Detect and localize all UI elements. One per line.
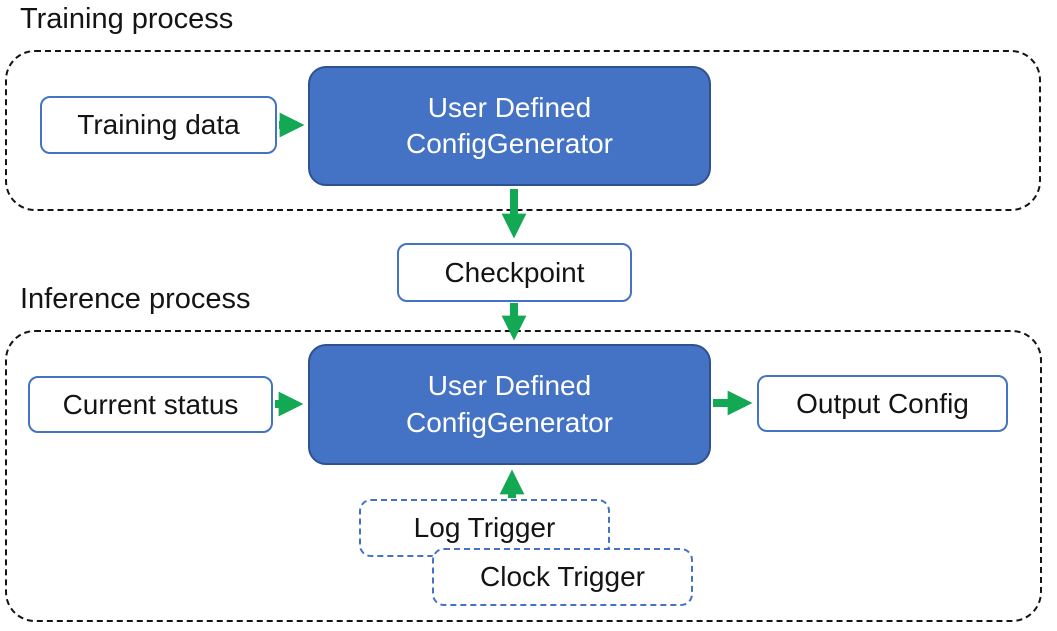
inference-config-generator-box: User Defined ConfigGenerator bbox=[308, 344, 711, 465]
inference-process-label: Inference process bbox=[20, 283, 251, 315]
clock-trigger-label: Clock Trigger bbox=[480, 561, 645, 592]
checkpoint-box: Checkpoint bbox=[397, 243, 632, 302]
inference-config-generator-line1: User Defined bbox=[427, 370, 592, 402]
training-process-container bbox=[5, 50, 1041, 211]
clock-trigger-box: Clock Trigger bbox=[432, 548, 693, 606]
current-status-label: Current status bbox=[62, 388, 239, 420]
training-data-label: Training data bbox=[77, 109, 240, 140]
log-trigger-label: Log Trigger bbox=[413, 512, 556, 543]
log-trigger-box: Log Trigger bbox=[359, 499, 610, 557]
checkpoint-label: Checkpoint bbox=[444, 256, 585, 288]
output-config-label: Output Config bbox=[796, 387, 969, 419]
training-process-label: Training process bbox=[20, 3, 234, 35]
training-config-generator-line1: User Defined bbox=[427, 91, 592, 123]
output-config-box: Output Config bbox=[757, 375, 1008, 432]
training-config-generator-line2: ConfigGenerator bbox=[405, 128, 613, 159]
training-config-generator-box: User Defined ConfigGenerator bbox=[308, 66, 711, 186]
training-data-box: Training data bbox=[40, 96, 277, 154]
inference-config-generator-line2: ConfigGenerator bbox=[405, 406, 613, 438]
current-status-box: Current status bbox=[28, 376, 273, 433]
